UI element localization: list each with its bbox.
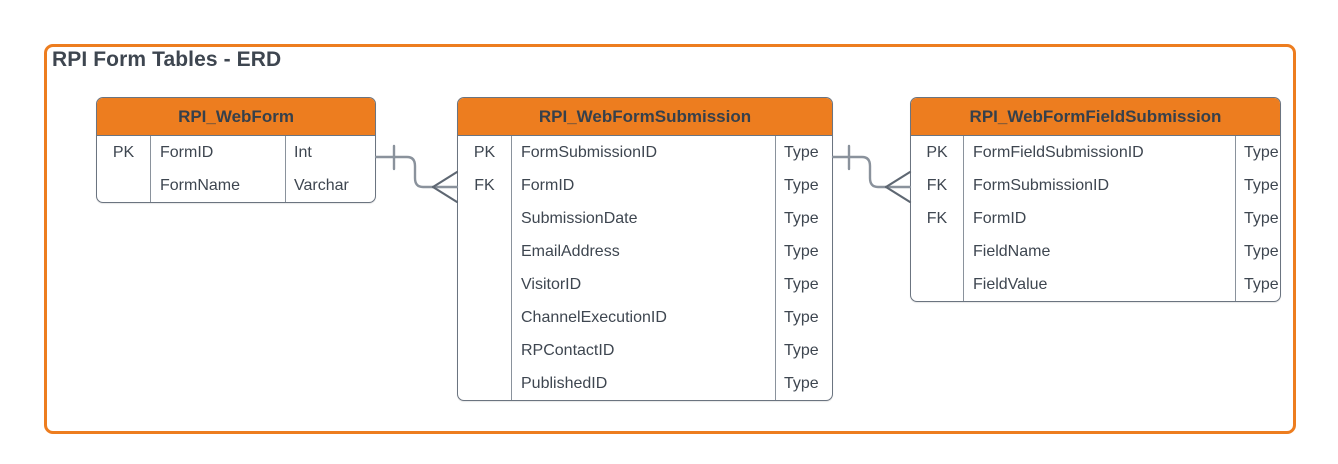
attribute-row[interactable]: PK FormFieldSubmissionID Type: [911, 136, 1280, 169]
entity-rpi-webform[interactable]: RPI_WebForm PK FormID Int FormName Varch…: [96, 97, 376, 203]
attribute-row[interactable]: FormName Varchar: [97, 169, 375, 202]
attribute-name: RPContactID: [511, 334, 775, 367]
attribute-type: Type: [1235, 169, 1280, 202]
attribute-key: FK: [926, 177, 948, 194]
attribute-type: Varchar: [285, 169, 375, 202]
attribute-row[interactable]: FK FormID Type: [911, 202, 1280, 235]
attribute-row[interactable]: PublishedID Type: [458, 367, 832, 400]
attribute-row[interactable]: SubmissionDate Type: [458, 202, 832, 235]
attribute-name: FormID: [963, 202, 1235, 235]
attribute-key: PK: [112, 144, 135, 161]
attribute-type: Type: [775, 268, 832, 301]
attribute-type: Type: [775, 169, 832, 202]
attribute-name: EmailAddress: [511, 235, 775, 268]
attribute-type: Type: [1235, 235, 1280, 268]
attribute-row[interactable]: RPContactID Type: [458, 334, 832, 367]
attribute-key: PK: [473, 144, 496, 161]
attribute-key: FK: [474, 177, 495, 194]
attribute-name: FormSubmissionID: [963, 169, 1235, 202]
attribute-type: Type: [775, 367, 832, 400]
attribute-type: Type: [1235, 268, 1280, 301]
attribute-row[interactable]: FK FormID Type: [458, 169, 832, 202]
attribute-type: Type: [775, 301, 832, 334]
attribute-name: FieldValue: [963, 268, 1235, 301]
attribute-row[interactable]: FieldName Type: [911, 235, 1280, 268]
attribute-name: SubmissionDate: [511, 202, 775, 235]
attribute-name: FormName: [150, 169, 285, 202]
attribute-name: VisitorID: [511, 268, 775, 301]
entity-rpi-webformfieldsubmission[interactable]: RPI_WebFormFieldSubmission PK FormFieldS…: [910, 97, 1281, 302]
entity-header-title: RPI_WebFormFieldSubmission: [911, 98, 1280, 136]
attribute-type: Type: [775, 235, 832, 268]
attribute-type: Int: [285, 136, 375, 169]
attribute-name: ChannelExecutionID: [511, 301, 775, 334]
entity-rpi-webformsubmission[interactable]: RPI_WebFormSubmission PK FormSubmissionI…: [457, 97, 833, 401]
attribute-row[interactable]: FK FormSubmissionID Type: [911, 169, 1280, 202]
entity-attribute-list: PK FormFieldSubmissionID Type FK FormSub…: [911, 136, 1280, 301]
attribute-type: Type: [775, 334, 832, 367]
attribute-name: FormFieldSubmissionID: [963, 136, 1235, 169]
attribute-name: FormSubmissionID: [511, 136, 775, 169]
attribute-key: FK: [926, 210, 948, 227]
entity-attribute-list: PK FormID Int FormName Varchar: [97, 136, 375, 202]
diagram-title: RPI Form Tables - ERD: [52, 48, 282, 71]
attribute-name: FormID: [150, 136, 285, 169]
attribute-row[interactable]: FieldValue Type: [911, 268, 1280, 301]
entity-header-title: RPI_WebForm: [97, 98, 375, 136]
attribute-name: FormID: [511, 169, 775, 202]
attribute-row[interactable]: PK FormID Int: [97, 136, 375, 169]
attribute-type: Type: [1235, 136, 1280, 169]
attribute-type: Type: [775, 202, 832, 235]
entity-attribute-list: PK FormSubmissionID Type FK FormID Type …: [458, 136, 832, 400]
attribute-row[interactable]: PK FormSubmissionID Type: [458, 136, 832, 169]
attribute-type: Type: [1235, 202, 1280, 235]
attribute-type: Type: [775, 136, 832, 169]
attribute-key: PK: [926, 144, 948, 161]
attribute-name: PublishedID: [511, 367, 775, 400]
attribute-row[interactable]: VisitorID Type: [458, 268, 832, 301]
attribute-row[interactable]: EmailAddress Type: [458, 235, 832, 268]
entity-header-title: RPI_WebFormSubmission: [458, 98, 832, 136]
attribute-row[interactable]: ChannelExecutionID Type: [458, 301, 832, 334]
attribute-name: FieldName: [963, 235, 1235, 268]
